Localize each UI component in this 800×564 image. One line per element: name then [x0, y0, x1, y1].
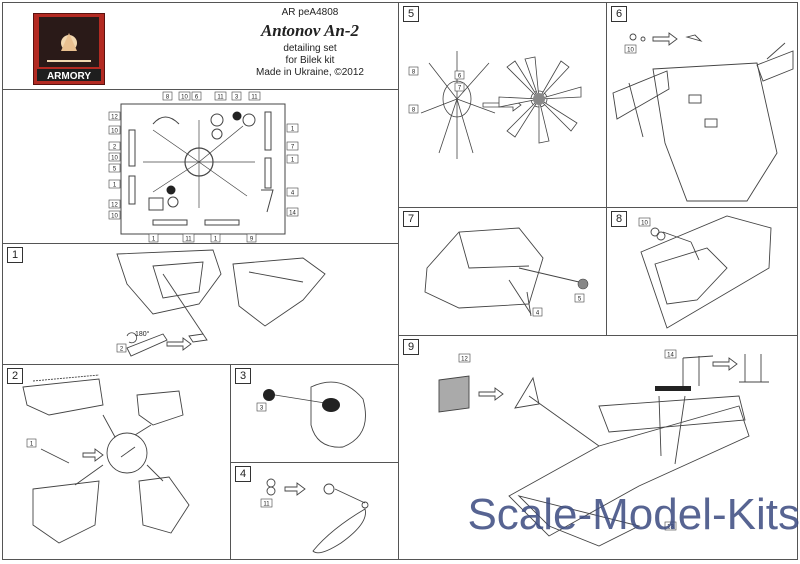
step-1-number: 1 — [7, 247, 23, 263]
step-8-panel: 8 10 — [606, 207, 798, 336]
fret-label-top-1: 10 — [181, 95, 188, 101]
step-7-number: 7 — [403, 211, 419, 227]
step-9-label-1: 14 — [667, 353, 674, 359]
fret-label-top-4: 3 — [235, 95, 239, 101]
step-3-label-0: 3 — [260, 406, 264, 412]
step-5-label-1: 7 — [458, 86, 462, 92]
step-2-panel: 2 1 — [2, 364, 231, 560]
step-6-drawing: 10 — [612, 32, 794, 202]
header-panel: ARMORY AR peA4808 Antonov An-2 detailing… — [2, 2, 399, 90]
fret-label-bottom-3: 9 — [250, 237, 254, 243]
step-8-number: 8 — [611, 211, 627, 227]
fret-label-top-3: 11 — [217, 95, 224, 101]
fret-label-top-5: 11 — [251, 95, 258, 101]
logo-graphic: ARMORY — [33, 13, 105, 85]
step-1-rotation-angle: 180° — [135, 330, 150, 338]
step-9-label-2: 13 — [667, 525, 674, 531]
step-9-number: 9 — [403, 339, 419, 355]
photo-etch-fret: 8 10 6 11 3 11 12 10 2 10 5 1 12 10 1 7 … — [108, 91, 299, 243]
fret-label-bottom-2: 1 — [214, 237, 218, 243]
fret-label-left-1: 10 — [111, 129, 118, 135]
fret-label-bottom-1: 11 — [185, 237, 192, 243]
kit-compatibility: for Bilek kit — [285, 55, 335, 66]
fret-label-left-6: 12 — [111, 203, 118, 209]
parts-fret-panel: 8 10 6 11 3 11 12 10 2 10 5 1 12 10 1 7 … — [2, 89, 399, 244]
fret-label-right-2: 1 — [291, 158, 295, 164]
step-2-label-0: 1 — [30, 442, 34, 448]
step-6-label-0: 10 — [627, 48, 634, 54]
fret-label-right-4: 14 — [289, 211, 296, 217]
product-code: AR peA4808 — [281, 7, 339, 18]
step-9-drawing: 12 14 13 — [438, 349, 769, 547]
step-4-drawing: 11 — [260, 478, 369, 554]
step-4-number: 4 — [235, 466, 251, 482]
fret-label-left-0: 12 — [111, 115, 118, 121]
step-5-label-0: 6 — [458, 74, 462, 80]
step-1-panel: 1 180° 2 — [2, 243, 399, 365]
step-1-drawing: 180° 2 — [116, 249, 326, 357]
step-5-drawing: 6 7 8 8 — [408, 51, 582, 159]
step-1-label-0: 2 — [120, 347, 124, 353]
step-5-label-2: 8 — [412, 70, 416, 76]
step-6-number: 6 — [611, 6, 627, 22]
step-8-drawing: 10 — [638, 215, 772, 329]
step-2-drawing: 1 — [22, 374, 190, 544]
step-7-drawing: 5 4 — [424, 227, 589, 317]
fret-label-top-2: 6 — [195, 95, 199, 101]
step-5-panel: 5 6 7 8 8 — [398, 2, 607, 208]
step-4-label-0: 11 — [263, 502, 270, 508]
fret-label-left-3: 10 — [111, 156, 118, 162]
step-7-panel: 7 5 4 — [398, 207, 607, 336]
step-9-panel: 9 12 14 13 — [398, 335, 798, 560]
step-8-label-0: 10 — [641, 221, 648, 227]
product-title: Antonov An-2 — [260, 21, 360, 40]
step-3-drawing: 3 — [256, 381, 366, 448]
fret-label-right-0: 1 — [291, 127, 295, 133]
product-subtitle: detailing set — [283, 43, 337, 54]
step-3-panel: 3 3 — [230, 364, 399, 463]
armory-logo: ARMORY — [33, 13, 105, 85]
step-5-label-3: 8 — [412, 108, 416, 114]
fret-label-left-4: 5 — [113, 167, 117, 173]
step-4-panel: 4 11 — [230, 462, 399, 560]
step-3-number: 3 — [235, 368, 251, 384]
fret-label-top-0: 8 — [166, 95, 170, 101]
step-2-number: 2 — [7, 368, 23, 384]
fret-label-right-1: 7 — [291, 145, 295, 151]
watermark-text: Scale-Model-Kits — [467, 490, 800, 539]
fret-label-right-3: 4 — [291, 191, 295, 197]
step-7-label-1: 4 — [536, 311, 540, 317]
step-9-label-0: 12 — [461, 357, 468, 363]
fret-label-left-7: 10 — [111, 214, 118, 220]
logo-text: ARMORY — [47, 71, 91, 82]
header-text-block: AR peA4808 Antonov An-2 detailing set fo… — [230, 7, 390, 79]
fret-label-left-2: 2 — [113, 145, 117, 151]
step-5-number: 5 — [403, 6, 419, 22]
step-6-panel: 6 10 — [606, 2, 798, 208]
fret-label-left-5: 1 — [113, 183, 117, 189]
step-7-label-0: 5 — [578, 297, 582, 303]
origin-copyright: Made in Ukraine, ©2012 — [256, 67, 364, 78]
fret-label-bottom-0: 1 — [152, 237, 156, 243]
